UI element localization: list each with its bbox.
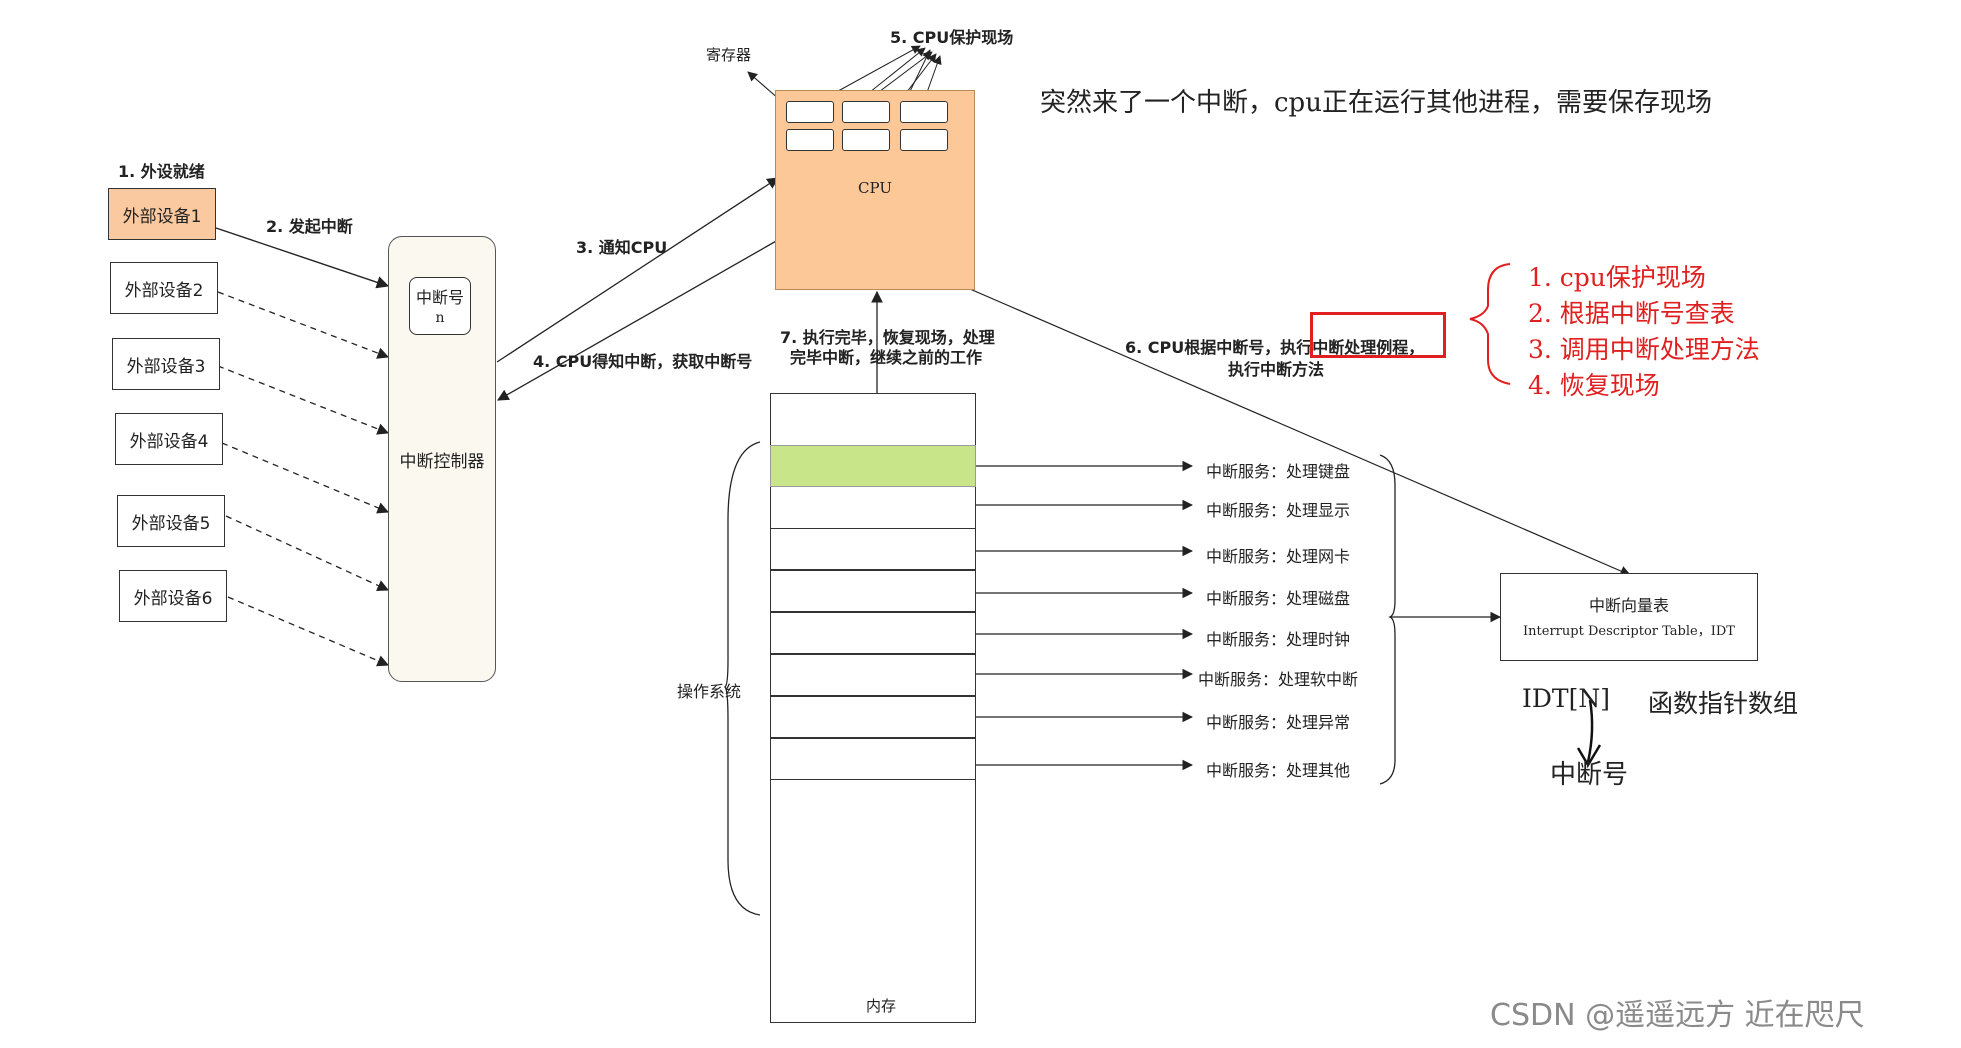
red-list-item: 1. cpu保护现场 xyxy=(1528,263,1706,292)
service-item: 中断服务：处理软中断 xyxy=(1198,670,1359,689)
step-6-line1: 6. CPU根据中断号，执行中断处理例程， xyxy=(1125,338,1425,357)
irq-label: 中断号 xyxy=(415,288,464,307)
cpu-label: CPU xyxy=(858,179,892,197)
memory-slot xyxy=(770,570,976,612)
device-5: 外部设备5 xyxy=(117,495,225,547)
memory-slot xyxy=(770,696,976,738)
step-1-label: 1. 外设就绪 xyxy=(118,162,205,181)
irq-value: n xyxy=(435,310,445,326)
service-item: 中断服务：处理键盘 xyxy=(1206,462,1351,481)
controller-label: 中断控制器 xyxy=(399,452,485,472)
memory-label: 内存 xyxy=(866,997,897,1015)
step-7-line1: 7. 执行完毕，恢复现场，处理 xyxy=(780,328,995,347)
service-item: 中断服务：处理磁盘 xyxy=(1206,589,1351,608)
device-2: 外部设备2 xyxy=(110,262,218,314)
register xyxy=(786,101,834,123)
register xyxy=(786,129,834,151)
irq-box: 中断号 n xyxy=(409,277,471,335)
arrow-cpu-to-idt xyxy=(879,249,1631,577)
arrow-device2-to-controller xyxy=(217,291,390,359)
device-6: 外部设备6 xyxy=(119,570,227,622)
service-item: 中断服务：处理时钟 xyxy=(1206,630,1351,649)
register xyxy=(842,101,890,123)
idt-subtitle: Interrupt Descriptor Table，IDT xyxy=(1523,624,1735,639)
service-item: 中断服务：处理网卡 xyxy=(1206,547,1351,566)
watermark: CSDN @遥遥远方 近在咫尺 xyxy=(1490,998,1865,1033)
service-item: 中断服务：处理其他 xyxy=(1206,761,1351,780)
arrow-controller-to-cpu xyxy=(496,177,779,363)
highlight-frame xyxy=(1310,312,1446,358)
func-ptr-note: 函数指针数组 xyxy=(1648,689,1799,718)
red-list-item: 3. 调用中断处理方法 xyxy=(1528,335,1760,364)
register-label: 寄存器 xyxy=(706,46,752,64)
arrow-device4-to-controller xyxy=(221,442,390,514)
step-5-label: 5. CPU保护现场 xyxy=(890,28,1014,47)
active-slot xyxy=(770,445,976,487)
services-brace xyxy=(1379,454,1396,785)
idt-index-note: IDT[N] xyxy=(1522,684,1610,713)
handwritten-arrow xyxy=(1586,699,1594,763)
memory-slot xyxy=(770,612,976,654)
register xyxy=(900,129,948,151)
memory-slot xyxy=(770,654,976,696)
device-1: 外部设备1 xyxy=(108,188,216,240)
arrow-device5-to-controller xyxy=(225,515,390,591)
idt-title: 中断向量表 xyxy=(1588,596,1669,615)
arrow-device6-to-controller xyxy=(227,596,390,667)
step-7-line2: 完毕中断，继续之前的工作 xyxy=(790,348,983,367)
device-3: 外部设备3 xyxy=(112,338,220,390)
step-6-line2: 执行中断方法 xyxy=(1228,360,1325,379)
idt-box: 中断向量表 Interrupt Descriptor Table，IDT xyxy=(1500,573,1758,661)
device-4: 外部设备4 xyxy=(115,413,223,465)
step-2-label: 2. 发起中断 xyxy=(266,217,353,236)
memory-slot xyxy=(770,738,976,780)
os-label: 操作系统 xyxy=(677,682,742,701)
cpu-box: CPU xyxy=(775,90,975,290)
arrow-device1-to-controller xyxy=(215,227,390,289)
register xyxy=(842,129,890,151)
service-item: 中断服务：处理异常 xyxy=(1206,713,1351,732)
service-item: 中断服务：处理显示 xyxy=(1206,501,1351,520)
red-brace xyxy=(1469,263,1511,385)
arrow-cpu-to-controller xyxy=(496,239,779,401)
irq-number-note: 中断号 xyxy=(1550,760,1629,790)
step-3-label: 3. 通知CPU xyxy=(576,238,668,257)
interrupt-controller: 中断号 n 中断控制器 xyxy=(388,236,496,682)
red-list-item: 4. 恢复现场 xyxy=(1528,371,1660,400)
top-note: 突然来了一个中断，cpu正在运行其他进程，需要保存现场 xyxy=(1040,88,1712,118)
os-brace xyxy=(723,441,761,916)
red-list-item: 2. 根据中断号查表 xyxy=(1528,299,1735,328)
arrow-device3-to-controller xyxy=(217,365,390,435)
memory-slot xyxy=(770,528,976,570)
register xyxy=(900,101,948,123)
step-4-label: 4. CPU得知中断，获取中断号 xyxy=(533,352,753,371)
